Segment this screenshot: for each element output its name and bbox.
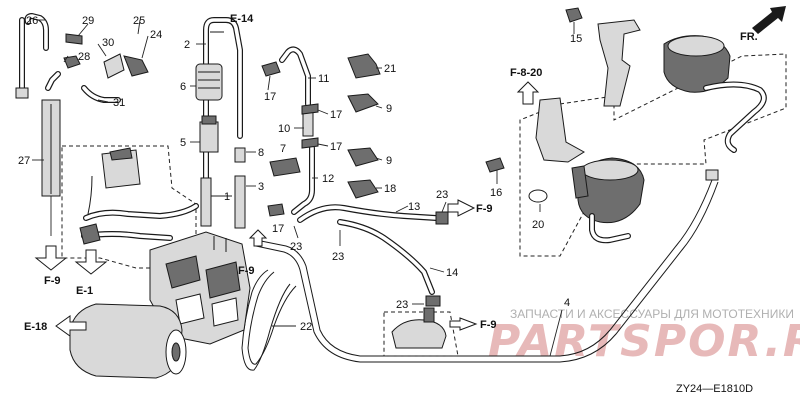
label-5: 5 <box>180 137 186 149</box>
label-20: 20 <box>532 219 544 231</box>
fittings-28-31 <box>45 33 149 103</box>
label-23b: 23 <box>290 241 302 253</box>
ref-f9-bottom: F-9 <box>480 319 497 331</box>
label-25: 25 <box>133 15 145 27</box>
label-17b: 17 <box>330 109 342 121</box>
label-9b: 9 <box>386 155 392 167</box>
ref-f9-mid: F-9 <box>238 265 255 277</box>
label-18: 18 <box>384 183 396 195</box>
label-23d: 23 <box>396 299 408 311</box>
label-23a: 23 <box>436 189 448 201</box>
fitting-5 <box>199 115 219 153</box>
watermark-caption: ЗАПЧАСТИ И АКСЕССУАРЫ ДЛЯ МОТОТЕХНИКИ <box>510 307 794 321</box>
hoses-13-14 <box>297 204 449 307</box>
diagram-code: ZY24—E1810D <box>676 383 753 395</box>
label-12: 12 <box>322 173 334 185</box>
ref-f8-20: F-8-20 <box>510 67 542 79</box>
label-28: 28 <box>78 51 90 63</box>
label-31: 31 <box>113 97 125 109</box>
label-30: 30 <box>102 37 114 49</box>
label-7: 7 <box>280 143 286 155</box>
label-29: 29 <box>82 15 94 27</box>
label-9a: 9 <box>386 103 392 115</box>
ref-arrows <box>34 6 786 337</box>
label-6: 6 <box>180 81 186 93</box>
label-8: 8 <box>258 147 264 159</box>
label-26: 26 <box>26 15 38 27</box>
ref-f9-right: F-9 <box>476 203 493 215</box>
part-labels: 26 29 25 24 30 28 31 27 2 6 5 1 8 3 17 1… <box>18 15 582 333</box>
ref-e18: E-18 <box>24 321 47 333</box>
label-2: 2 <box>184 39 190 51</box>
hose-22 <box>241 269 297 371</box>
fuel-line-4 <box>255 169 719 363</box>
ref-e1: E-1 <box>76 285 93 297</box>
watermark-logo: PARTSPOR.RU <box>488 316 800 367</box>
clips-9-18-21 <box>347 53 381 199</box>
bracket-assembly <box>485 7 787 257</box>
clips-7-17 <box>261 61 319 217</box>
ref-e14: E-14 <box>230 13 254 25</box>
label-11: 11 <box>318 73 329 85</box>
label-27: 27 <box>18 155 30 167</box>
ref-f9-left: F-9 <box>44 275 61 287</box>
label-21: 21 <box>384 63 396 75</box>
label-15: 15 <box>570 33 582 45</box>
label-1: 1 <box>224 191 230 203</box>
fuel-filter-6 <box>195 63 223 101</box>
hose-26-27 <box>15 13 61 236</box>
label-17a: 17 <box>264 91 276 103</box>
label-17c: 17 <box>330 141 342 153</box>
leader-lines <box>32 19 563 357</box>
reference-labels: E-14 F-8-20 FR. F-9 E-1 F-9 F-9 F-9 E-18 <box>24 13 758 333</box>
label-3: 3 <box>258 181 264 193</box>
label-16: 16 <box>490 187 502 199</box>
ref-fr: FR. <box>740 31 758 43</box>
label-14: 14 <box>446 267 458 279</box>
label-4: 4 <box>564 297 570 309</box>
label-22: 22 <box>300 321 312 333</box>
fuel-rail-cylinder <box>69 303 187 379</box>
pressure-regulator <box>383 307 459 357</box>
pipes-1-2-3 <box>200 17 246 229</box>
label-24: 24 <box>150 29 162 41</box>
vapor-separator <box>61 145 199 269</box>
hoses-10-11-12 <box>279 46 315 215</box>
label-23c: 23 <box>332 251 344 263</box>
label-17d: 17 <box>272 223 284 235</box>
label-10: 10 <box>278 123 290 135</box>
label-13: 13 <box>408 201 420 213</box>
